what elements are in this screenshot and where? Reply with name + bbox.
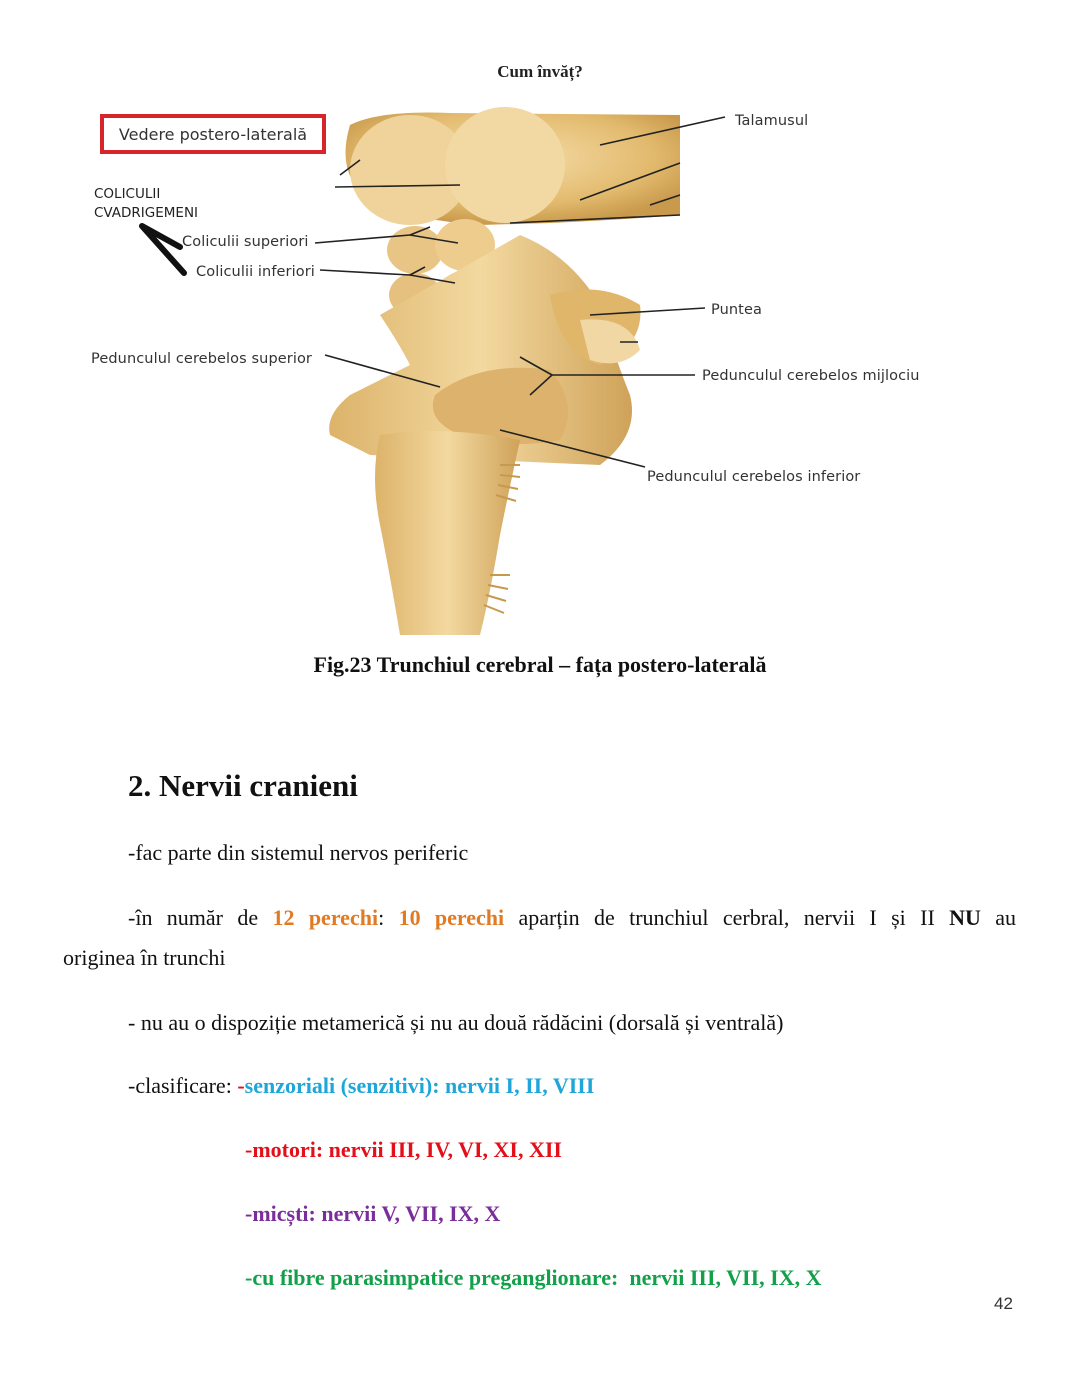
line2-middle: aparțin de trunchiul cerbral, nervii I ș…: [518, 905, 935, 930]
line2-colon: :: [378, 905, 385, 930]
classification-motori: -motori: nervii III, IV, VI, XI, XII: [245, 1137, 562, 1162]
coliculi-group-line2: CVADRIGEMENI: [94, 205, 199, 221]
handdrawn-arrow-icon: [139, 223, 187, 276]
highlight-10-perechi: 10 perechi: [398, 905, 505, 930]
line2-suffix: au: [995, 905, 1017, 930]
classification-micsti: -micști: nervii V, VII, IX, X: [245, 1201, 501, 1226]
coliculi-group-label: COLICULII CVADRIGEMENI: [94, 185, 198, 223]
page-number: 42: [994, 1294, 1013, 1313]
paragraph-line-3: - nu au o dispoziție metamerică și nu au…: [128, 1010, 784, 1035]
view-label-box: Vedere postero-laterală: [100, 114, 326, 154]
page-header: Cum învăț?: [497, 62, 583, 81]
classification-dash: -: [237, 1073, 245, 1098]
classification-parasimpatice: -cu fibre parasimpatice preganglionare: …: [245, 1265, 822, 1290]
highlight-12-perechi: 12 perechi: [272, 905, 379, 930]
coliculi-group-line1: COLICULII: [94, 186, 161, 202]
label-talamusul: Talamusul: [735, 113, 809, 129]
classification-line: -clasificare: -senzoriali (senzitivi): n…: [128, 1075, 594, 1097]
label-pedunculul-superior: Pedunculul cerebelos superior: [91, 351, 312, 367]
classification-label: -clasificare:: [128, 1073, 238, 1098]
paragraph-line-2: -în număr de 12 perechi: 10 perechi apar…: [128, 905, 1016, 931]
label-coliculii-superiori: Coliculii superiori: [182, 234, 309, 250]
figure-caption: Fig.23 Trunchiul cerebral – fața postero…: [313, 652, 767, 677]
section-title: 2. Nervii cranieni: [128, 768, 358, 803]
line2-prefix: -în număr de: [128, 905, 259, 930]
line2-bold-nu: NU: [949, 905, 981, 930]
label-puntea: Puntea: [711, 302, 762, 318]
label-coliculii-inferiori: Coliculii inferiori: [196, 264, 315, 280]
paragraph-line-1: -fac parte din sistemul nervos periferic: [128, 840, 469, 865]
classification-senzoriali: senzoriali (senzitivi): nervii I, II, VI…: [244, 1073, 595, 1098]
label-pedunculul-mijlociu: Pedunculul cerebelos mijlociu: [702, 368, 920, 384]
label-pedunculul-inferior: Pedunculul cerebelos inferior: [647, 469, 861, 485]
brainstem-figure: Vedere postero-laterală COLICULII CVADRI…: [80, 105, 980, 645]
paragraph-line-2-continuation: originea în trunchi: [63, 945, 226, 970]
brainstem-illustration: [314, 107, 726, 635]
